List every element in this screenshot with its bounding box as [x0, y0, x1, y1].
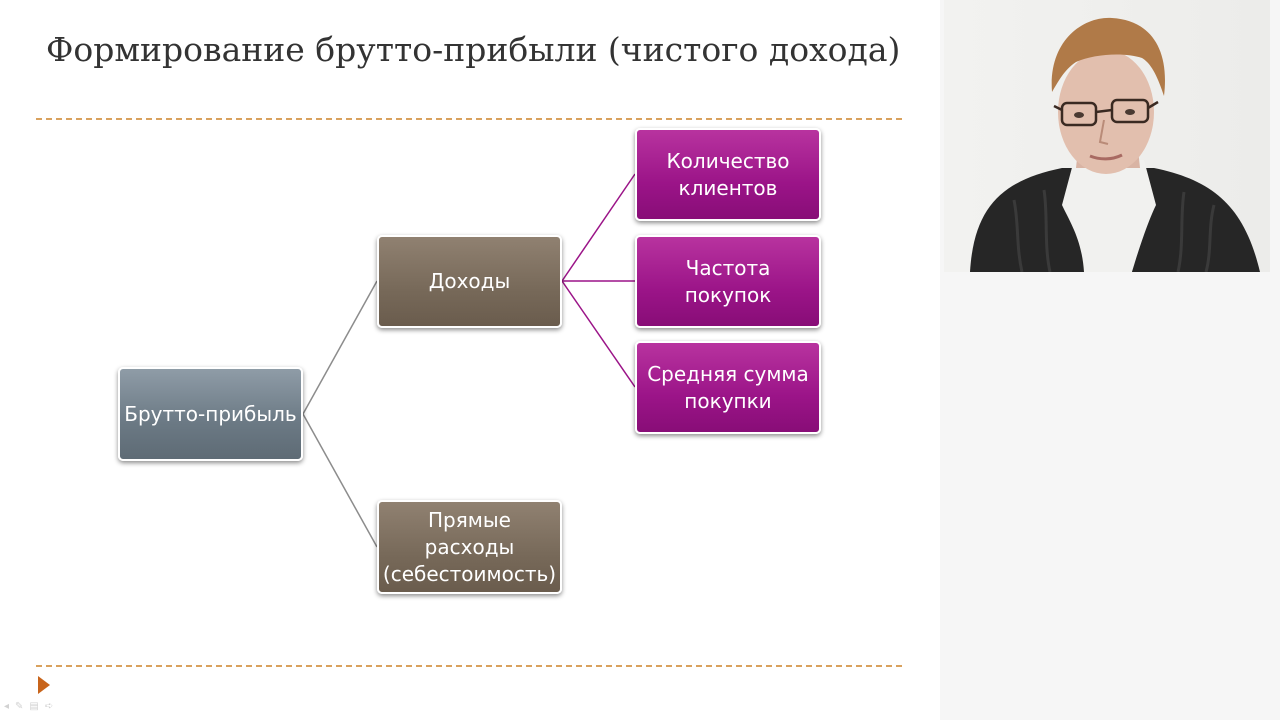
play-marker-icon: [38, 676, 50, 694]
next-icon[interactable]: ➪: [44, 701, 54, 712]
menu-icon[interactable]: ▤: [29, 701, 39, 712]
node-purchase-frequency: Частота покупок: [635, 235, 821, 328]
slide: Формирование брутто-прибыли (чистого дох…: [4, 30, 902, 713]
node-clients-count: Количество клиентов: [635, 128, 821, 221]
slide-title: Формирование брутто-прибыли (чистого дох…: [46, 30, 901, 69]
node-direct-costs: Прямые расходы (себестоимость): [377, 500, 562, 594]
title-divider: [36, 118, 902, 120]
node-gross-profit: Брутто-прибыль: [118, 367, 303, 461]
node-average-purchase: Средняя сумма покупки: [635, 341, 821, 434]
pen-icon[interactable]: ✎: [15, 701, 24, 712]
connector-root-costs: [302, 413, 378, 548]
connector-root-income: [302, 280, 378, 415]
connector-income-avg: [561, 280, 636, 388]
diagram-connectors: [302, 173, 636, 548]
prev-icon[interactable]: ◂: [4, 701, 10, 712]
presenter-figure: [970, 17, 1260, 272]
footer-divider: [36, 665, 902, 667]
node-income: Доходы: [377, 235, 562, 328]
presenter-video: [944, 0, 1270, 272]
slide-toolbar: ◂ ✎ ▤ ➪: [4, 701, 53, 713]
connector-income-clients: [561, 173, 636, 282]
